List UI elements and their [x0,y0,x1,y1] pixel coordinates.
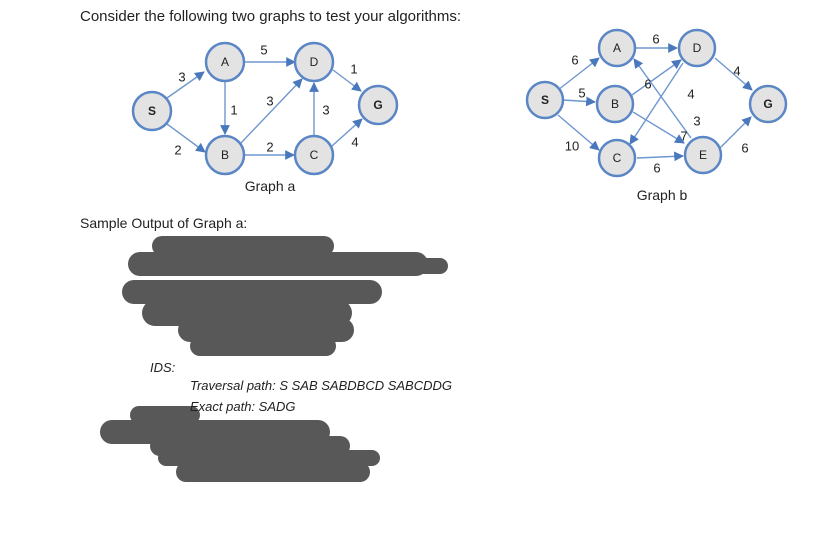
weight-a-a-b: 1 [230,103,237,118]
node-a-s: S [131,90,173,132]
edge-b-b-e [632,111,685,144]
svg-text:C: C [310,148,319,162]
edge-b-b-d [631,59,682,96]
node-b-a: A [597,28,637,68]
weight-b-b-d: 6 [644,77,651,92]
svg-text:A: A [221,55,229,69]
svg-text:A: A [613,41,621,55]
svg-text:S: S [148,104,156,118]
edge-b-s-c [557,114,600,151]
node-b-d: D [677,28,717,68]
weight-b-e-g: 6 [741,141,748,156]
weight-b-e-a: 7 [680,129,687,144]
weight-a-b-c: 2 [266,140,273,155]
svg-text:D: D [693,41,702,55]
edge-b-d-c [629,62,684,145]
svg-text:B: B [221,148,229,162]
node-a-a: A [204,41,246,83]
edge-a-d-g [332,69,362,92]
svg-text:S: S [541,93,549,107]
edge-a-c-g [331,118,363,147]
instruction-heading: Consider the following two graphs to tes… [80,8,462,25]
node-b-e: E [683,135,723,175]
weight-b-s-c: 10 [565,139,579,154]
redaction-bottom [100,406,380,482]
edge-a-b-d [239,78,303,145]
weight-a-d-g: 1 [350,62,357,77]
weight-a-c-d: 3 [322,103,329,118]
weight-b-c-e: 6 [653,161,660,176]
weight-b-a-d: 6 [652,32,659,47]
edge-b-d-g [714,57,753,91]
svg-text:E: E [699,148,707,162]
node-b-c: C [597,138,637,178]
svg-text:B: B [611,97,619,111]
edge-b-s-a [557,57,600,91]
weight-a-s-b: 2 [174,143,181,158]
node-a-b: B [204,134,246,176]
redaction-top [122,236,448,356]
weight-b-s-b: 5 [578,86,585,101]
weight-a-s-a: 3 [178,70,185,85]
svg-text:C: C [613,151,622,165]
graph-b: 6 5 10 6 6 3 4 7 6 4 6 S A B C D E G Gra… [525,28,788,203]
svg-text:G: G [373,98,382,112]
weight-a-b-d: 3 [266,94,273,109]
svg-text:G: G [763,97,772,111]
node-a-g: G [357,84,399,126]
node-b-g: G [748,84,788,124]
svg-text:D: D [310,55,319,69]
exact-path: Exact path: SADG [190,399,296,414]
weight-b-d-c: 4 [687,87,694,102]
edge-b-e-a [633,58,692,139]
node-a-c: C [293,134,335,176]
sample-output-label: Sample Output of Graph a: [80,215,248,231]
node-b-s: S [525,80,565,120]
weight-b-s-a: 6 [571,53,578,68]
traversal-path: Traversal path: S SAB SABDBCD SABCDDG [190,378,453,393]
graph-b-caption: Graph b [637,187,688,203]
weight-b-b-e: 3 [693,114,700,129]
node-b-b: B [595,84,635,124]
weight-b-d-g: 4 [733,64,740,79]
weight-a-a-d: 5 [260,43,267,58]
graph-a: 3 2 5 1 3 2 3 1 4 S A B D C G Graph a [131,41,399,194]
edge-b-c-e [636,151,684,162]
edge-a-s-b [166,123,206,153]
ids-label: IDS: [150,360,176,375]
edge-b-e-g [719,116,752,149]
weight-a-c-g: 4 [351,135,358,150]
edge-a-s-a [166,71,205,99]
node-a-d: D [293,41,335,83]
graph-a-caption: Graph a [245,178,296,194]
edge-b-s-b [562,96,596,107]
